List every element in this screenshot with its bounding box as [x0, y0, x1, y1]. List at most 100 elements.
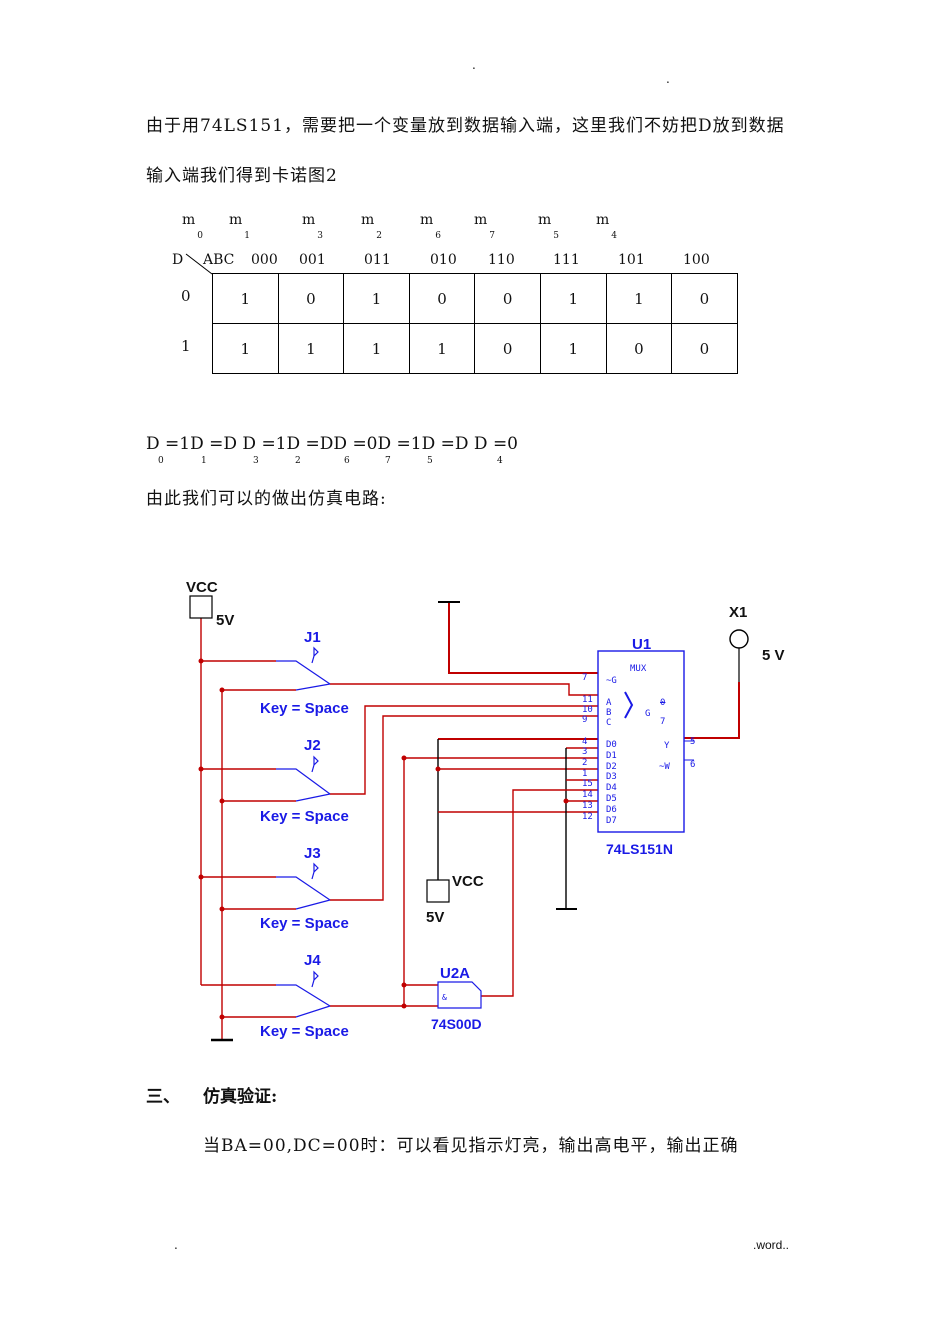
kmap-corner-diagonal [185, 253, 213, 275]
section-title: 仿真验证: [203, 1087, 278, 1107]
minterm-index: 4 [611, 231, 618, 241]
pin-name: ~G [606, 676, 617, 686]
equation-subscript: 5 [427, 456, 433, 466]
minterm-index: 3 [317, 231, 324, 241]
pin-name: A [606, 698, 612, 708]
switch-key: Key = Space [260, 915, 349, 932]
kmap-cell: 0 [474, 323, 541, 374]
pin-name: D3 [606, 772, 617, 782]
switch-symbols [276, 646, 331, 1018]
switch-key: Key = Space [260, 700, 349, 717]
minterm-index: 6 [435, 231, 442, 241]
minterm-index: 5 [553, 231, 560, 241]
pin-number: 13 [582, 801, 593, 811]
minterm-m: m [182, 212, 196, 228]
mux-range-end: 7 [660, 717, 666, 727]
mux-title: MUX [630, 664, 647, 674]
section-number: 三、 [146, 1087, 180, 1107]
kmap-col-code: 010 [430, 252, 457, 268]
pin-number: 10 [582, 705, 593, 715]
kmap-col-code: 000 [251, 252, 278, 268]
pin-name: D7 [606, 816, 617, 826]
kmap-cell: 1 [605, 273, 673, 324]
kmap-row-variable: D [172, 252, 184, 268]
minterm-m: m [474, 212, 488, 228]
pin-number: 1 [582, 769, 588, 779]
mux-bracket [624, 691, 634, 719]
switch-ref: J2 [304, 737, 321, 754]
minterm-index: 1 [244, 231, 251, 241]
minterm-index: 2 [376, 231, 383, 241]
pin-number: 3 [582, 747, 588, 757]
equation-line: D =1D =D D =1D =DD =0D =1D =D D =0 [146, 434, 518, 454]
equation-subscript: 1 [201, 456, 207, 466]
header-dot: . [666, 72, 670, 86]
kmap-row: 1 1 1 1 0 1 0 0 [212, 323, 738, 374]
kmap-col-code: 001 [299, 252, 326, 268]
wires [200, 601, 740, 1040]
indicator-lamp [729, 629, 749, 649]
nand-gate-body [437, 981, 482, 1009]
pin-number: 6 [690, 760, 696, 770]
pin-number: 2 [582, 758, 588, 768]
kmap-col-code: 111 [553, 252, 580, 268]
mux-ref: U1 [632, 636, 652, 653]
equation-subscript: 0 [158, 456, 164, 466]
pin-number: 12 [582, 812, 593, 822]
switch-ref: J1 [304, 629, 321, 646]
vcc-label: VCC [452, 873, 484, 890]
header-dot: . [472, 58, 476, 72]
kmap-cell: 1 [212, 323, 279, 374]
kmap-column-variable: ABC [203, 252, 235, 268]
pin-number: 4 [582, 737, 588, 747]
equation-subscript: 4 [497, 456, 503, 466]
kmap-row-label: 0 [181, 287, 191, 305]
minterm-m: m [538, 212, 552, 228]
kmap-cell: 1 [408, 323, 476, 374]
pin-name: Y [664, 741, 670, 751]
minterm-m: m [302, 212, 316, 228]
kmap-cell: 0 [408, 273, 476, 324]
kmap-cell: 0 [277, 273, 345, 324]
gate-part-number: 74S00D [431, 1016, 482, 1032]
mux-part-number: 74LS151N [606, 841, 673, 857]
kmap-cell: 1 [277, 323, 345, 374]
minterm-index: 7 [489, 231, 496, 241]
gate-symbol: & [442, 993, 447, 1002]
kmap-cell: 0 [474, 273, 541, 324]
lamp-ref: X1 [729, 604, 748, 621]
pin-number: 14 [582, 790, 593, 800]
result-text: 当BA=00,DC=00时：可以看见指示灯亮，输出高电平，输出正确 [203, 1136, 739, 1156]
kmap-row-label: 1 [181, 337, 191, 355]
switch-ref: J3 [304, 845, 321, 862]
mux-gate-label: G [645, 709, 651, 719]
kmap-cell: 0 [671, 323, 738, 374]
pin-name: D0 [606, 740, 617, 750]
equation-subscript: 3 [253, 456, 259, 466]
switch-key: Key = Space [260, 808, 349, 825]
kmap-col-code: 101 [618, 252, 645, 268]
minterm-m: m [596, 212, 610, 228]
pin-number: 11 [582, 695, 593, 705]
kmap-col-code: 100 [683, 252, 710, 268]
pin-name: ~W [659, 762, 670, 772]
pin-number: 9 [582, 715, 588, 725]
vcc-source-box [426, 879, 450, 903]
equation-subscript: 6 [344, 456, 350, 466]
pin-number: 5 [690, 737, 696, 747]
pin-name: D2 [606, 762, 617, 772]
lamp-value: 5 V [762, 647, 785, 664]
vcc-value: 5V [216, 612, 235, 629]
footer-left-mark: . [174, 1238, 178, 1252]
switch-ref: J4 [304, 952, 321, 969]
circuit-intro: 由此我们可以的做出仿真电路: [146, 489, 387, 509]
pin-name: D4 [606, 783, 617, 793]
junction-dots [198, 658, 569, 1020]
minterm-index: 0 [197, 231, 204, 241]
equation-subscript: 2 [295, 456, 301, 466]
kmap-cell: 0 [671, 273, 738, 324]
kmap-col-code: 011 [364, 252, 391, 268]
pin-name: D1 [606, 751, 617, 761]
mux-chip-body [597, 650, 685, 833]
